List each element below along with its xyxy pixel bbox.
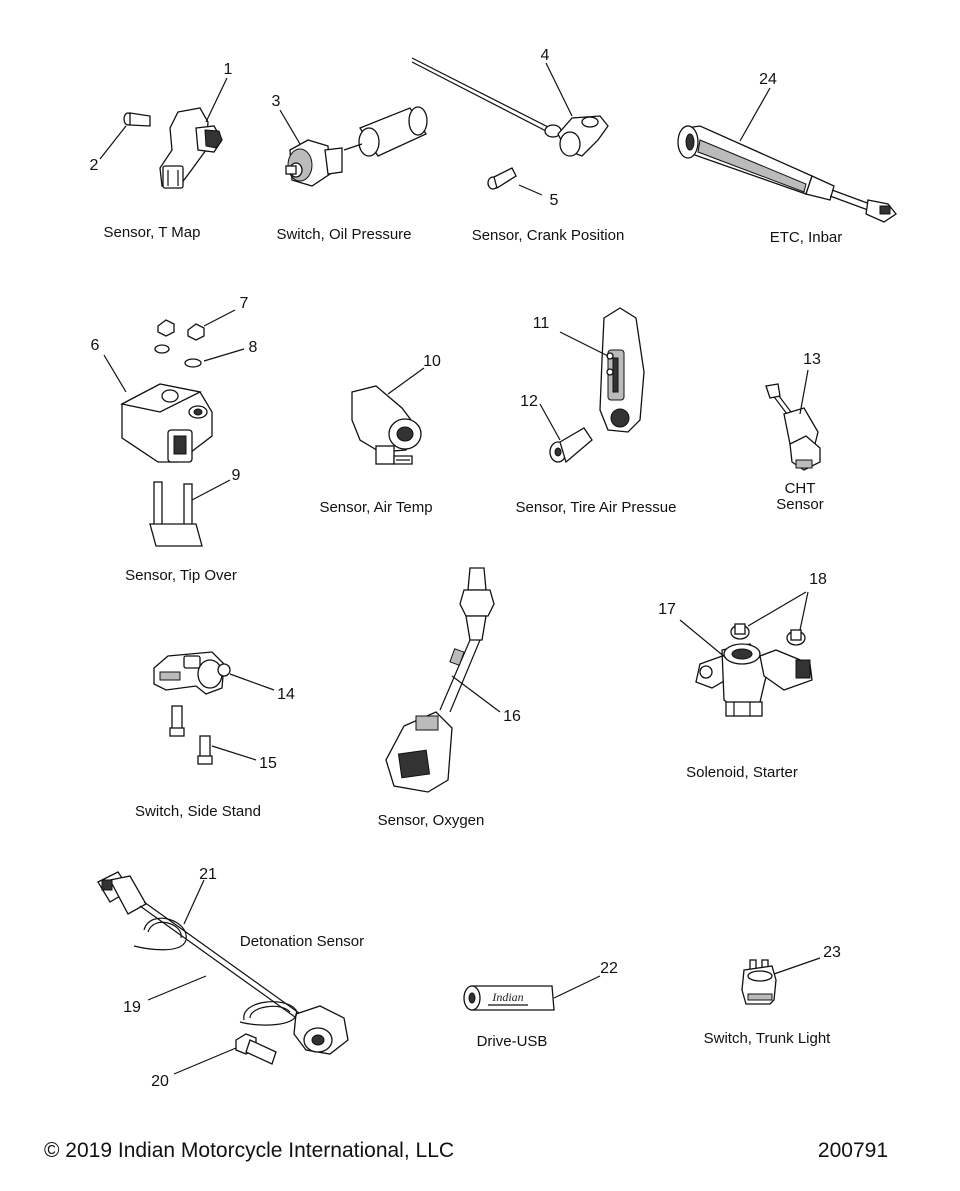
tmap-screw — [123, 112, 151, 127]
oxygen-sensor — [385, 567, 495, 793]
crank-group: 4 5 Sensor, Crank Position — [411, 47, 625, 244]
label-cht-line2: Sensor — [776, 496, 824, 513]
callout-4: 4 — [541, 47, 550, 64]
cht-sensor — [765, 383, 821, 471]
side-stand-bolt-1 — [169, 705, 185, 737]
detonation-group: 21 19 20 Detonation Sensor — [97, 866, 364, 1090]
tire-pressure-sensor — [599, 307, 645, 433]
callout-24: 24 — [759, 71, 777, 88]
label-cht-line1: CHT — [785, 480, 816, 497]
starter-solenoid — [695, 643, 813, 717]
label-solenoid: Solenoid, Starter — [686, 764, 798, 781]
callout-5: 5 — [550, 192, 559, 209]
callout-16: 16 — [503, 708, 521, 725]
callout-10: 10 — [423, 353, 441, 370]
label-crank: Sensor, Crank Position — [472, 227, 625, 244]
callout-22: 22 — [600, 960, 618, 977]
callout-3: 3 — [272, 93, 281, 110]
callout-2: 2 — [90, 157, 99, 174]
oil-pressure-switch — [285, 139, 343, 187]
label-tmap: Sensor, T Map — [103, 224, 200, 241]
solenoid-group: 17 18 Solenoid, Starter — [658, 571, 827, 781]
usb-group: Indian 22 Drive-USB — [463, 960, 618, 1050]
footer-code: 200791 — [818, 1139, 888, 1162]
callout-17: 17 — [658, 601, 676, 618]
callout-11: 11 — [533, 315, 550, 332]
label-oxygen: Sensor, Oxygen — [378, 812, 485, 829]
callout-1: 1 — [224, 61, 233, 78]
label-oil: Switch, Oil Pressure — [276, 226, 411, 243]
footer-copyright: © 2019 Indian Motorcycle International, … — [44, 1139, 454, 1162]
trunk-group: 23 Switch, Trunk Light — [704, 944, 841, 1047]
callout-12: 12 — [520, 393, 538, 410]
callout-23: 23 — [823, 944, 841, 961]
sidestand-group: 14 15 Switch, Side Stand — [135, 651, 295, 820]
usb-drive: Indian — [463, 985, 555, 1011]
label-tire: Sensor, Tire Air Pressue — [516, 499, 677, 516]
etc-throttle-unit — [677, 125, 897, 223]
detonation-clip-2 — [239, 1001, 297, 1026]
tip-group: 6 7 8 9 Sensor, Tip Over — [91, 295, 258, 584]
label-sidestand: Switch, Side Stand — [135, 803, 261, 820]
side-stand-bolt-2 — [197, 735, 213, 765]
detonation-clip-1 — [133, 917, 187, 951]
tip-over-sensor — [120, 383, 213, 463]
etc-group: 24 ETC, Inbar — [677, 71, 897, 246]
callout-15: 15 — [259, 755, 277, 772]
callout-7: 7 — [240, 295, 249, 312]
tire-valve-screw — [549, 427, 593, 464]
callout-20: 20 — [151, 1073, 169, 1090]
tmap-sensor — [159, 107, 223, 189]
oil-pressure-sleeve — [343, 106, 428, 157]
label-airtemp: Sensor, Air Temp — [319, 499, 432, 516]
oxygen-group: 16 Sensor, Oxygen — [378, 567, 521, 829]
callout-8: 8 — [249, 339, 258, 356]
tire-group: 11 12 Sensor, Tire Air Pressue — [516, 307, 677, 516]
tip-bracket — [149, 481, 203, 547]
label-tip: Sensor, Tip Over — [125, 567, 237, 584]
solenoid-bolt-2 — [786, 629, 806, 646]
callout-19: 19 — [123, 999, 141, 1016]
callout-14: 14 — [277, 686, 295, 703]
tip-nut-1 — [154, 319, 205, 368]
cht-group: 13 CHT Sensor — [765, 351, 824, 513]
trunk-light-switch — [741, 959, 777, 1005]
label-trunk: Switch, Trunk Light — [704, 1030, 832, 1047]
label-usb: Drive-USB — [477, 1033, 548, 1050]
callout-9: 9 — [232, 467, 241, 484]
tmap-group: 1 2 Sensor, T Map — [90, 61, 233, 241]
oil-group: 3 Switch, Oil Pressure — [272, 93, 428, 243]
solenoid-bolt-1 — [730, 623, 750, 640]
crank-sensor — [411, 57, 609, 157]
callout-18: 18 — [809, 571, 827, 588]
label-etc: ETC, Inbar — [770, 229, 843, 246]
crank-screw — [487, 167, 517, 190]
detonation-sensor — [97, 871, 349, 1055]
callout-21: 21 — [199, 866, 217, 883]
callout-13: 13 — [803, 351, 821, 368]
usb-indian-logo: Indian — [491, 990, 523, 1004]
side-stand-switch — [153, 651, 231, 695]
air-temp-sensor — [351, 385, 422, 465]
airtemp-group: 10 Sensor, Air Temp — [319, 353, 441, 516]
detonation-bolt — [235, 1033, 277, 1065]
callout-6: 6 — [91, 337, 100, 354]
label-detonation: Detonation Sensor — [240, 933, 364, 950]
